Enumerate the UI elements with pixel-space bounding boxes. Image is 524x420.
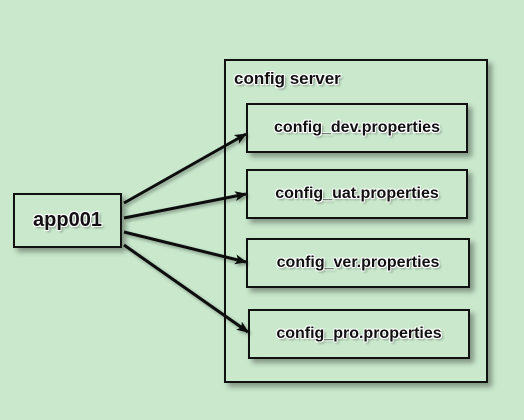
config-uat-properties-label: config_uat.properties xyxy=(275,185,439,202)
config-pro-properties-label: config_pro.properties xyxy=(276,325,442,342)
config-uat-properties-box: config_uat.properties xyxy=(246,169,468,219)
app001-box: app001 xyxy=(13,193,122,248)
config-ver-properties-label: config_ver.properties xyxy=(276,254,440,271)
config-server-title: config server xyxy=(234,69,341,88)
config-dev-properties-label: config_dev.properties xyxy=(274,119,440,136)
app001-label: app001 xyxy=(33,209,102,231)
config-dev-properties-box: config_dev.properties xyxy=(246,103,468,153)
config-pro-properties-box: config_pro.properties xyxy=(248,309,470,359)
config-ver-properties-box: config_ver.properties xyxy=(246,238,470,288)
